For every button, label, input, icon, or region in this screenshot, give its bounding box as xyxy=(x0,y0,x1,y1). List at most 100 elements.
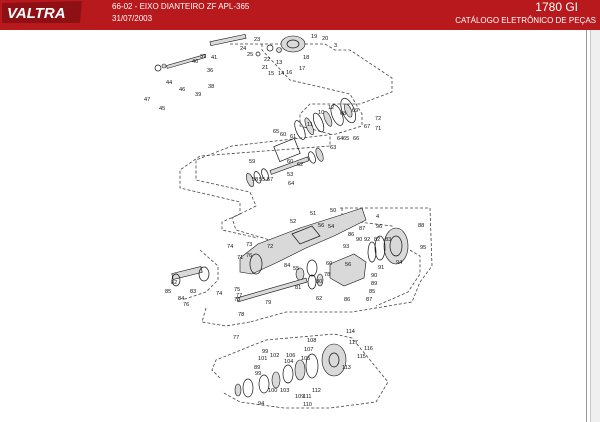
part-callout-62[interactable]: 62 xyxy=(316,296,322,302)
part-callout-77[interactable]: 77 xyxy=(236,293,242,299)
part-callout-38[interactable]: 38 xyxy=(208,84,214,90)
part-callout-86[interactable]: 86 xyxy=(348,232,354,238)
part-callout-99[interactable]: 99 xyxy=(262,349,268,355)
part-callout-86[interactable]: 86 xyxy=(344,297,350,303)
part-callout-96[interactable]: 96 xyxy=(376,224,382,230)
part-callout-51[interactable]: 51 xyxy=(310,211,316,217)
part-callout-76[interactable]: 76 xyxy=(183,302,189,308)
part-callout-100[interactable]: 100 xyxy=(268,388,277,394)
part-callout-89[interactable]: 89 xyxy=(254,365,260,371)
part-callout-53[interactable]: 53 xyxy=(287,172,293,178)
part-callout-60[interactable]: 60 xyxy=(280,132,286,138)
part-callout-39[interactable]: 39 xyxy=(195,92,201,98)
vertical-scrollbar[interactable] xyxy=(590,30,600,422)
part-callout-14[interactable]: 14 xyxy=(278,71,284,77)
part-callout-99[interactable]: 99 xyxy=(255,371,261,377)
part-callout-74[interactable]: 74 xyxy=(227,244,233,250)
part-callout-64[interactable]: 64 xyxy=(288,181,294,187)
part-callout-111[interactable]: 111 xyxy=(303,394,312,400)
part-callout-63[interactable]: 63 xyxy=(330,145,336,151)
part-callout-22[interactable]: 22 xyxy=(264,57,270,63)
part-callout-46[interactable]: 46 xyxy=(179,87,185,93)
part-callout-108[interactable]: 108 xyxy=(307,338,316,344)
part-callout-65[interactable]: 65 xyxy=(273,129,279,135)
part-callout-94[interactable]: 94 xyxy=(258,401,264,407)
part-callout-71[interactable]: 71 xyxy=(375,126,381,132)
part-callout-66[interactable]: 66 xyxy=(353,136,359,142)
part-callout-81[interactable]: 81 xyxy=(295,285,301,291)
part-callout-104[interactable]: 104 xyxy=(284,359,293,365)
part-callout-18[interactable]: 18 xyxy=(303,55,309,61)
part-callout-109[interactable]: 109 xyxy=(295,394,304,400)
part-callout-50[interactable]: 50 xyxy=(330,208,336,214)
part-callout-61[interactable]: 61 xyxy=(290,134,296,140)
part-callout-24[interactable]: 24 xyxy=(240,46,246,52)
part-callout-69[interactable]: 69 xyxy=(352,108,358,114)
part-callout-82[interactable]: 82 xyxy=(374,237,380,243)
part-callout-11[interactable]: 11 xyxy=(307,122,313,128)
part-callout-105[interactable]: 105 xyxy=(301,356,310,362)
part-callout-85[interactable]: 85 xyxy=(165,289,171,295)
part-callout-77[interactable]: 77 xyxy=(233,335,239,341)
part-callout-84[interactable]: 84 xyxy=(284,263,290,269)
part-callout-10[interactable]: 10 xyxy=(318,110,324,116)
part-callout-64[interactable]: 64 xyxy=(337,136,343,142)
part-callout-114[interactable]: 114 xyxy=(346,329,355,335)
part-callout-74[interactable]: 74 xyxy=(216,291,222,297)
part-callout-115[interactable]: 115 xyxy=(357,354,366,360)
part-callout-56[interactable]: 56 xyxy=(345,262,351,268)
part-callout-13[interactable]: 13 xyxy=(276,60,282,66)
part-callout-56[interactable]: 56 xyxy=(318,223,324,229)
part-callout-72[interactable]: 72 xyxy=(375,116,381,122)
part-callout-23[interactable]: 23 xyxy=(254,37,260,43)
part-callout-59[interactable]: 59 xyxy=(249,159,255,165)
part-callout-67[interactable]: 67 xyxy=(364,124,370,130)
part-callout-113[interactable]: 113 xyxy=(342,365,351,371)
part-callout-20[interactable]: 20 xyxy=(322,36,328,42)
part-callout-84[interactable]: 84 xyxy=(178,296,184,302)
part-callout-16[interactable]: 16 xyxy=(286,70,292,76)
part-callout-55[interactable]: 55 xyxy=(293,266,299,272)
part-callout-44[interactable]: 44 xyxy=(166,80,172,86)
part-callout-101[interactable]: 101 xyxy=(258,356,267,362)
part-callout-116[interactable]: 116 xyxy=(364,346,373,352)
part-callout-52[interactable]: 52 xyxy=(290,219,296,225)
part-callout-110[interactable]: 110 xyxy=(303,402,312,408)
part-callout-12[interactable]: 12 xyxy=(328,105,334,111)
part-callout-83[interactable]: 83 xyxy=(385,237,391,243)
part-callout-3[interactable]: 3 xyxy=(334,43,337,49)
part-callout-91[interactable]: 91 xyxy=(378,265,384,271)
part-callout-103[interactable]: 103 xyxy=(280,388,289,394)
part-callout-87[interactable]: 87 xyxy=(366,297,372,303)
part-callout-87[interactable]: 87 xyxy=(359,226,365,232)
part-callout-112[interactable]: 112 xyxy=(312,388,321,394)
part-callout-106[interactable]: 106 xyxy=(286,353,295,359)
part-callout-92[interactable]: 92 xyxy=(364,237,370,243)
part-callout-88[interactable]: 88 xyxy=(418,223,424,229)
part-callout-65[interactable]: 65 xyxy=(343,136,349,142)
part-callout-78[interactable]: 78 xyxy=(324,272,330,278)
part-callout-17[interactable]: 17 xyxy=(299,66,305,72)
part-callout-60[interactable]: 60 xyxy=(326,261,332,267)
part-callout-94[interactable]: 94 xyxy=(396,260,402,266)
part-callout-62[interactable]: 62 xyxy=(297,162,303,168)
part-callout-21[interactable]: 21 xyxy=(262,65,268,71)
part-callout-40[interactable]: 40 xyxy=(192,59,198,65)
part-callout-76[interactable]: 76 xyxy=(246,253,252,259)
part-callout-36[interactable]: 36 xyxy=(207,68,213,74)
part-callout-58[interactable]: 58 xyxy=(252,177,258,183)
part-callout-68[interactable]: 68 xyxy=(340,111,346,117)
part-callout-4[interactable]: 4 xyxy=(376,214,379,220)
part-callout-15[interactable]: 15 xyxy=(268,71,274,77)
part-callout-41[interactable]: 41 xyxy=(211,55,217,61)
part-callout-72[interactable]: 72 xyxy=(267,244,273,250)
part-callout-55[interactable]: 55 xyxy=(259,177,265,183)
part-callout-93[interactable]: 93 xyxy=(343,244,349,250)
part-callout-73[interactable]: 73 xyxy=(246,242,252,248)
part-callout-82[interactable]: 82 xyxy=(171,280,177,286)
part-callout-85[interactable]: 85 xyxy=(369,289,375,295)
part-callout-90[interactable]: 90 xyxy=(356,237,362,243)
part-callout-117[interactable]: 117 xyxy=(349,340,358,346)
part-callout-47[interactable]: 47 xyxy=(144,97,150,103)
part-callout-90[interactable]: 90 xyxy=(371,273,377,279)
